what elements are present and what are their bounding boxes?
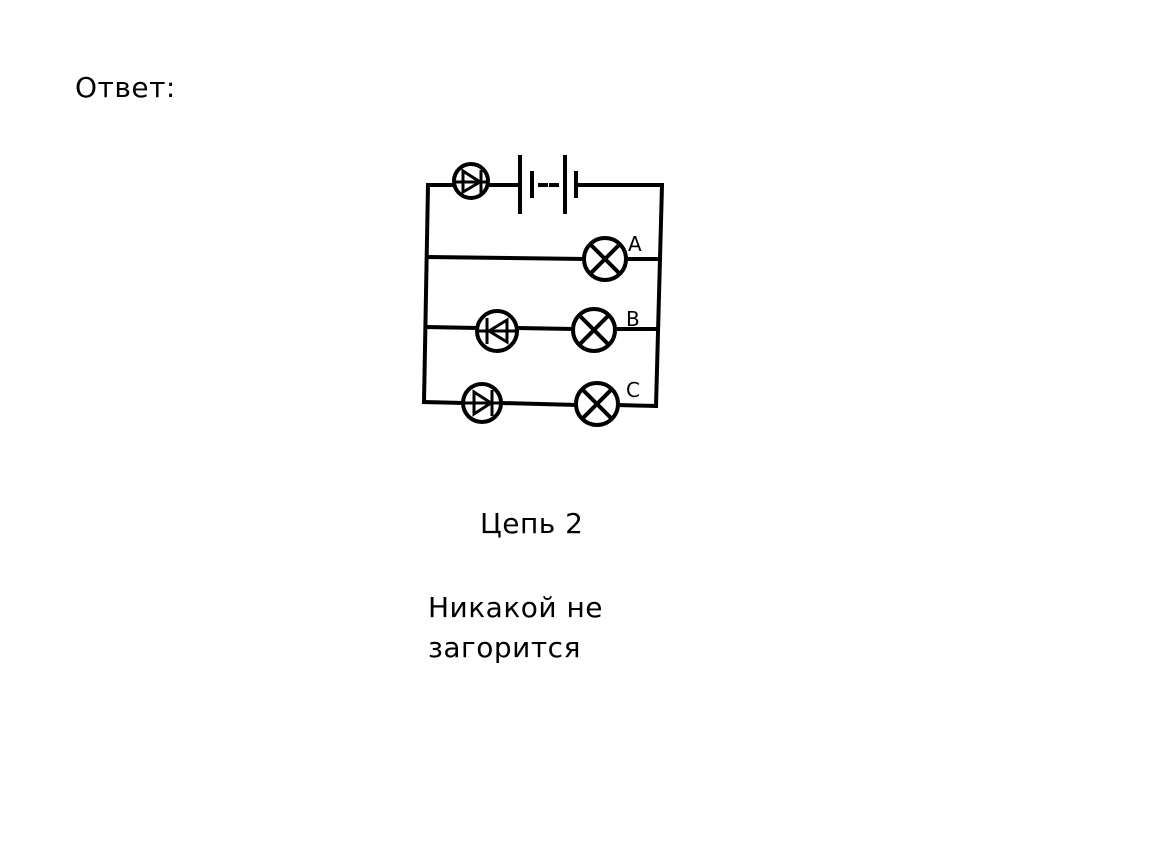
- wire-branch-c-right: [615, 402, 659, 409]
- wire-left-rail: [421, 182, 431, 405]
- diode-c-icon: [461, 382, 503, 424]
- answer-label: Ответ:: [75, 71, 176, 104]
- lamp-c-label: C: [626, 378, 640, 402]
- wire-branch-b-mid: [515, 325, 575, 332]
- diode-top-icon: [452, 162, 490, 200]
- answer-text: Никакой не загорится: [428, 591, 603, 664]
- lamp-b-icon: [571, 307, 617, 353]
- wire-branch-b-left: [423, 324, 479, 331]
- wire-right-rail: [653, 182, 665, 409]
- lamp-a-label: A: [628, 232, 642, 256]
- wire-branch-c-left: [421, 399, 465, 406]
- circuit-title: Цепь 2: [480, 507, 584, 540]
- lamp-c-icon: [574, 381, 620, 427]
- wire-branch-c-mid: [499, 400, 579, 408]
- battery-icon: [518, 155, 578, 214]
- diode-b-icon: [475, 309, 519, 353]
- wire-branch-a-left: [425, 254, 587, 262]
- lamp-a-icon: [582, 236, 628, 282]
- lamp-b-label: B: [626, 307, 640, 331]
